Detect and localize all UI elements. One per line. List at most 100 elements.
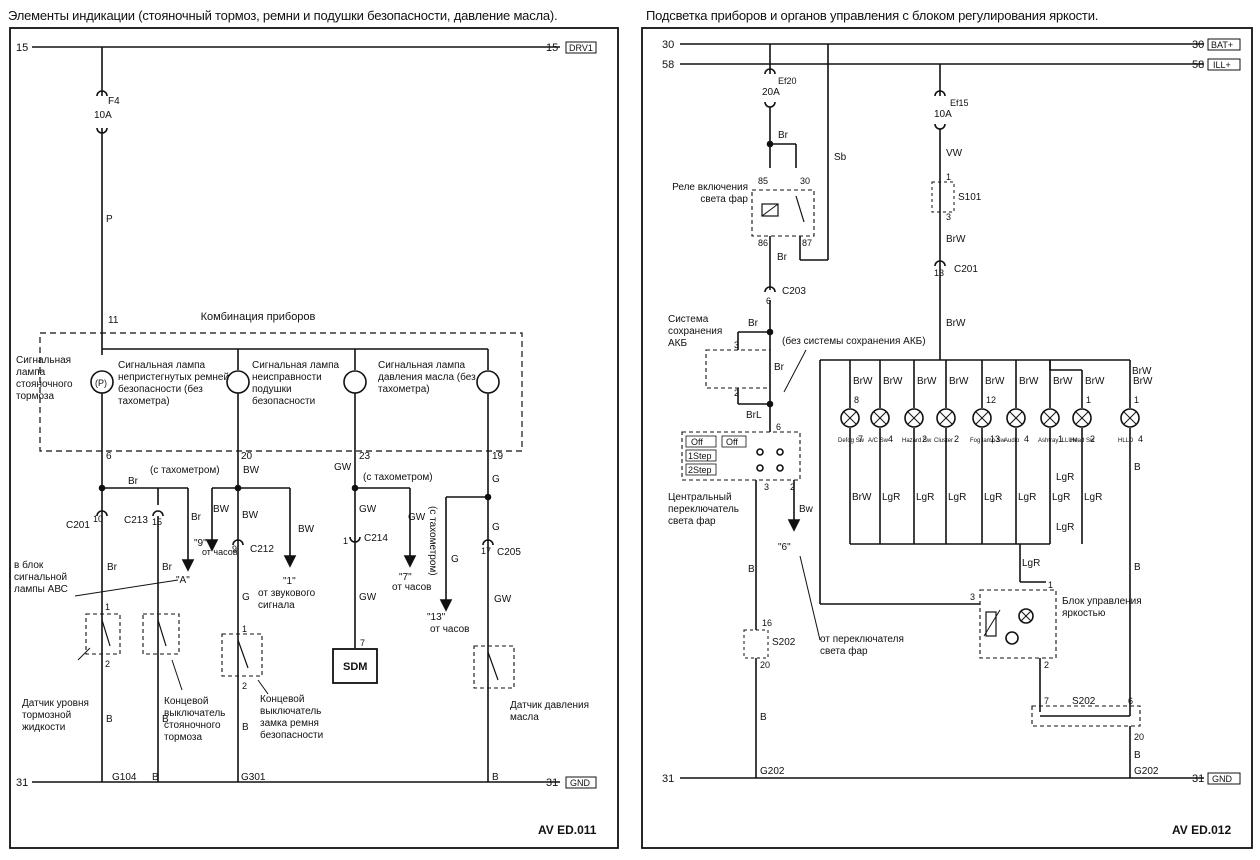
fuse-f4-name: F4 bbox=[108, 96, 120, 107]
wire-gw-label-4: GW bbox=[359, 592, 377, 603]
lamp-x-icon bbox=[907, 411, 921, 425]
lamp-pin-bottom: 1 bbox=[1058, 434, 1063, 444]
relay-coil-diagonal bbox=[761, 203, 779, 217]
dimmer-pin3: 3 bbox=[970, 592, 975, 602]
rail-31-tag-box-right bbox=[1207, 772, 1241, 785]
switch-pin3: 3 bbox=[764, 482, 769, 492]
c201-right-pin: 13 bbox=[934, 268, 944, 278]
ref-a-text-box: в блок сигнальной лампы АВС bbox=[14, 560, 68, 595]
lamp-return-label: B bbox=[1134, 562, 1141, 573]
switch-contact-icon bbox=[756, 464, 764, 472]
c205-connector bbox=[482, 539, 494, 546]
wire-b-label-1: B bbox=[106, 714, 113, 725]
right-diagram-code: AV ED.012 bbox=[1172, 823, 1231, 837]
ref-1-text-box: от звукового сигнала bbox=[258, 588, 316, 611]
pin-19-label: 19 bbox=[492, 451, 504, 462]
lamp4-label: Сигнальная лампа давления масла (без тах… bbox=[378, 360, 476, 395]
rail-31-end-label: 31 bbox=[546, 777, 558, 789]
parking-brake-symbol: (P) bbox=[95, 378, 107, 388]
ref-a-leader bbox=[74, 579, 179, 597]
rail-58-tag-box bbox=[1207, 58, 1241, 71]
instrument-cluster-title: Комбинация приборов bbox=[201, 311, 316, 323]
c201-right-connector bbox=[934, 260, 946, 267]
main-switch-label-box: Центральный переключатель света фар bbox=[668, 492, 739, 527]
lamp-return-label: LgR bbox=[1018, 492, 1036, 503]
wire-b-right-3: B bbox=[1134, 750, 1141, 761]
ref-a-text: в блок сигнальной лампы АВС bbox=[14, 560, 68, 595]
relay-label-box: Реле включения света фар bbox=[672, 182, 748, 205]
ref-7-label: "7" bbox=[399, 572, 412, 583]
lamp-feed-label: BrW bbox=[1053, 376, 1073, 387]
lamp-name: A/C Sw bbox=[868, 438, 889, 444]
instrument-cluster-box bbox=[39, 332, 523, 452]
wire-p-label: P bbox=[106, 214, 113, 225]
lamp-x-icon bbox=[975, 411, 989, 425]
rail-31-tag: GND bbox=[570, 778, 591, 788]
c203-connector bbox=[764, 286, 776, 293]
with-tacho-label-2: (с тахометром) bbox=[363, 472, 433, 483]
ref-9-text: от часов bbox=[202, 547, 238, 557]
rail-15-tag-box bbox=[565, 41, 597, 54]
wire-brl-label: BrL bbox=[746, 410, 762, 421]
lamp-return-label: LgR bbox=[1052, 492, 1070, 503]
s101-connector-box bbox=[931, 181, 955, 213]
battery-saver-label-box: Система сохранения АКБ bbox=[668, 314, 722, 349]
lamp1-label-box: Сигнальная лампа стояночного тормоза bbox=[16, 355, 73, 402]
lamp-x-icon bbox=[1075, 411, 1089, 425]
lamp-name: Fog lamp Sw bbox=[970, 438, 1006, 444]
switch-contact-icon bbox=[776, 464, 784, 472]
c214-label: C214 bbox=[364, 533, 388, 544]
lamp-pin-bottom: 4 bbox=[1138, 434, 1143, 444]
ref-6-arrow-icon bbox=[787, 519, 801, 532]
rail-15-end-label: 15 bbox=[546, 42, 558, 54]
lamp-x-icon bbox=[1043, 411, 1057, 425]
lamp-pin-top: 1 bbox=[1086, 395, 1091, 405]
wire-br-label-1: Br bbox=[128, 476, 139, 487]
wire-bw-label-2: BW bbox=[213, 504, 230, 515]
lamp-x-icon bbox=[843, 411, 857, 425]
switch-off-box bbox=[685, 435, 717, 448]
ref-13-text: от часов bbox=[430, 624, 469, 635]
fuse-ef20-name: Ef20 bbox=[778, 76, 797, 86]
ref-13-label: "13" bbox=[427, 612, 446, 623]
dimmer-bulb-x bbox=[1020, 610, 1032, 622]
brake-fluid-sensor-box bbox=[85, 613, 121, 655]
ref-7-arrow-icon bbox=[403, 555, 417, 568]
wire-bw-label-4: BW bbox=[298, 524, 315, 535]
parking-brake-switch-box bbox=[142, 613, 180, 655]
wire-br-label-2: Br bbox=[191, 512, 202, 523]
rail-58-tag: ILL+ bbox=[1213, 60, 1231, 70]
lamp-feed-label: BrW bbox=[1085, 376, 1105, 387]
c201-connector bbox=[96, 510, 108, 517]
panel-lamp-bulb-icon bbox=[1040, 408, 1060, 428]
rail-30-end-label: 30 bbox=[1192, 39, 1204, 51]
dimmer-unit-box bbox=[979, 589, 1057, 659]
fuse-ef15-name: Ef15 bbox=[950, 98, 969, 108]
lamp-name: Cluster bbox=[934, 438, 953, 444]
wire-b-label-3: B bbox=[152, 772, 159, 783]
brake-fluid-switch-icon bbox=[101, 619, 111, 647]
right-diagram-title: Подсветка приборов и органов управления … bbox=[646, 8, 1099, 23]
fuse-ef15-top bbox=[934, 90, 946, 97]
c201-label: C201 bbox=[66, 520, 90, 531]
rail-30-label: 30 bbox=[662, 39, 674, 51]
switch-contact-icon bbox=[756, 448, 764, 456]
c213-connector bbox=[152, 510, 164, 517]
rail-58-end-label: 58 bbox=[1192, 59, 1204, 71]
panel-lamp-bulb-icon bbox=[972, 408, 992, 428]
lamp-feed-label: BrW bbox=[917, 376, 937, 387]
lamp4-label-box: Сигнальная лампа давления масла (без тах… bbox=[378, 360, 476, 395]
s101-pin3: 3 bbox=[946, 212, 951, 222]
sensor2-label-box: Датчик давления масла bbox=[510, 700, 589, 723]
switch-off-label-2: Off bbox=[726, 437, 738, 447]
with-tacho-label-1: (с тахометром) bbox=[150, 465, 220, 476]
c213-label: C213 bbox=[124, 515, 148, 526]
ref-1-text: от звукового сигнала bbox=[258, 588, 316, 611]
ref-a-arrow-icon bbox=[181, 559, 195, 572]
lamp-name: Head Sw bbox=[1070, 438, 1095, 444]
fuse-f4-rating: 10A bbox=[94, 110, 112, 121]
relay-pin-85: 85 bbox=[758, 176, 768, 186]
panel-lamp-bulb-icon bbox=[1120, 408, 1140, 428]
fuse-ef20-top bbox=[764, 68, 776, 75]
